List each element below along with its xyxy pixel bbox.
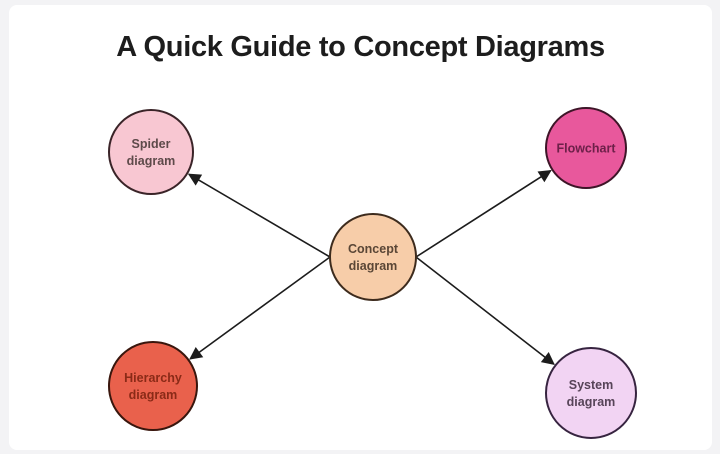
- page-title: A Quick Guide to Concept Diagrams: [116, 31, 605, 63]
- node-circle-spider-diagram: [108, 109, 194, 195]
- node-circle-flowchart: [545, 107, 627, 189]
- node-circle-hierarchy-diagram: [108, 341, 198, 431]
- node-flowchart: Flowchart: [545, 107, 627, 189]
- edges-layer: [187, 169, 555, 365]
- edge-concept-diagram-to-system-diagram: [415, 256, 555, 365]
- edge-concept-diagram-to-flowchart: [415, 169, 552, 258]
- node-label-flowchart: Flowchart: [556, 141, 616, 155]
- edge-concept-diagram-to-hierarchy-diagram: [189, 256, 331, 360]
- node-circle-system-diagram: [545, 347, 637, 439]
- node-circle-concept-diagram: [329, 213, 417, 301]
- diagram-card: A Quick Guide to Concept Diagrams Concep…: [9, 5, 712, 450]
- edge-concept-diagram-to-spider-diagram: [187, 173, 331, 258]
